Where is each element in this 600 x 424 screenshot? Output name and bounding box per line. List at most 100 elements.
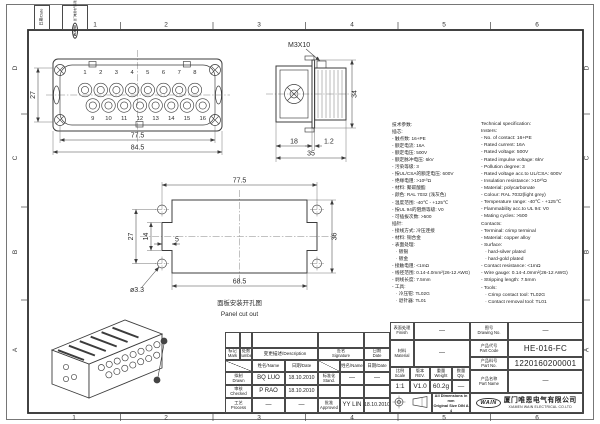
dimension-label: 14 xyxy=(143,233,150,241)
thread-label: M3X10 xyxy=(288,42,310,49)
grid-col-label: 1 xyxy=(72,415,76,422)
dimension-label: 35 xyxy=(307,151,315,158)
dimension-label: 84.5 xyxy=(131,145,145,152)
grid-row-label: C xyxy=(12,155,19,160)
mounting-holes xyxy=(155,202,324,271)
rev-value: V1.0 xyxy=(410,380,430,393)
contact-number: 2 xyxy=(99,70,102,76)
mark-header: 标记 Mark xyxy=(225,348,240,360)
contact-number: 10 xyxy=(105,116,111,122)
weight-value: 60.2g xyxy=(430,380,452,393)
contact-number: 7 xyxy=(178,70,181,76)
date-subheader: 日期/Date xyxy=(285,360,318,372)
spec-text-chinese: 技术参数: 插芯: - 触点数: 16+PE - 额定电流: 16A - 额定电… xyxy=(392,122,470,304)
number-header: 处数 Number xyxy=(240,348,252,360)
grid-row-label: D xyxy=(12,65,19,70)
process-label: 工艺 Process xyxy=(225,398,252,413)
cutout-caption-cn: 面板安装开孔图 xyxy=(217,298,262,307)
scale-value: 1:1 xyxy=(390,380,410,393)
grid-row-label: C xyxy=(584,155,591,160)
corner-date-label: 日期/Date xyxy=(39,8,44,26)
spec-text-english: Technical specification: Insters: - No. … xyxy=(481,122,568,305)
process-date: — xyxy=(285,398,318,413)
material-value: — xyxy=(414,340,470,367)
grid-col-label: 1 xyxy=(93,22,97,29)
contact-number: 14 xyxy=(168,116,175,122)
rev-label: 版本 REV. xyxy=(410,367,430,380)
contact-number: 13 xyxy=(152,116,158,122)
dimension-label: 5 xyxy=(175,237,179,244)
grid-col-label: 2 xyxy=(164,22,168,29)
contact-number: 11 xyxy=(121,116,127,122)
checked-label: 审核 Checked xyxy=(225,385,252,398)
side-view: M3X10 18 1.2 35 34 xyxy=(266,42,359,162)
qty-value: — xyxy=(452,380,470,393)
contact-number: 15 xyxy=(184,116,190,122)
empty-cell xyxy=(340,385,364,398)
corner-company-label: 厦门唯恩电气有限公司 xyxy=(74,0,77,22)
contact-number: 4 xyxy=(130,70,134,76)
date-subheader: 日期/Date xyxy=(364,360,390,372)
approved-name: YY LIN xyxy=(340,398,364,413)
dimensions-note: All Dimensions in mm Original Size DIN A… xyxy=(432,393,470,413)
part-code-label: 产品代号 Part Code xyxy=(470,340,508,357)
grid-col-label: 4 xyxy=(350,415,354,422)
dimension-label: 77.5 xyxy=(131,133,145,140)
contact-holes xyxy=(77,82,210,113)
contact-number: 6 xyxy=(162,70,165,76)
finish-value: — xyxy=(414,322,470,340)
corner-date-box: 日期/Date xyxy=(34,4,50,30)
revision-empty-cell xyxy=(252,332,318,348)
wain-logo: WAIN xyxy=(476,397,501,409)
drawing-no-label: 图号 Drawing No. xyxy=(470,322,508,340)
checked-name: P RAO xyxy=(252,385,285,398)
part-name-value: — xyxy=(508,370,583,393)
grid-col-label: 4 xyxy=(350,22,354,29)
empty-cell xyxy=(318,385,340,398)
diagonal-cell xyxy=(225,360,252,372)
dimension-label: 27 xyxy=(30,91,37,99)
grid-row-label: B xyxy=(12,250,19,254)
contact-number: 5 xyxy=(146,70,149,76)
dimension-label: 77.5 xyxy=(233,178,247,185)
contact-number: 3 xyxy=(115,70,118,76)
part-no-value: 1220160200001 xyxy=(508,357,583,370)
corner-logo-box: WAIN 厦门唯恩电气有限公司 xyxy=(62,0,88,39)
contact-number: 12 xyxy=(137,116,143,122)
grid-references: 1 2 3 4 5 6 1 2 3 4 5 6 D C B A D C B A xyxy=(12,22,591,422)
name-subheader: 姓名/Name xyxy=(252,360,285,372)
grid-col-label: 2 xyxy=(164,415,168,422)
weight-label: 重量 Weight xyxy=(430,367,452,380)
grid-row-label: A xyxy=(584,347,591,352)
material-label: 材料 Material xyxy=(390,340,414,367)
date-header: 日期 Date xyxy=(364,348,390,360)
part-name-label: 产品名称 Part Name xyxy=(470,370,508,393)
part-code-value: HE-016-FC xyxy=(508,340,583,357)
dimension-label: 36 xyxy=(332,233,339,241)
revision-empty-cell xyxy=(240,332,252,348)
grid-row-label: A xyxy=(12,347,19,352)
finish-label: 表面处理 Finish xyxy=(390,322,414,340)
sheet-frame xyxy=(6,4,594,421)
empty-cell xyxy=(364,385,390,398)
projection-symbols xyxy=(390,393,432,413)
company-name-cn: 厦门唯恩电气有限公司 xyxy=(503,396,577,404)
grid-col-label: 6 xyxy=(535,22,539,29)
panel-cutout-view: 77.5 68.5 27 14 5 ø3.3 36 面板安装开孔图 Panel … xyxy=(128,178,339,319)
cutout-caption-en: Panel cut out xyxy=(221,311,259,318)
dimension-label: 18 xyxy=(290,139,298,146)
first-angle-projection-icon xyxy=(392,395,428,409)
dimension-label: 68.5 xyxy=(233,279,247,286)
grid-col-label: 5 xyxy=(442,415,446,422)
front-view: 1 2 3 4 5 6 7 8 9 10 11 12 13 14 15 16 2… xyxy=(30,50,230,155)
approved-label: 批准 Approved xyxy=(318,398,340,413)
part-no-label: 产品料号 Part No. xyxy=(470,357,508,370)
corner-wain-logo: WAIN xyxy=(72,22,78,39)
grid-row-label: B xyxy=(584,250,591,254)
dimension-label: 27 xyxy=(128,233,135,241)
contact-number: 8 xyxy=(193,70,196,76)
revision-empty-cell xyxy=(318,332,364,348)
checked-date: 18.10.2010 xyxy=(285,385,318,398)
